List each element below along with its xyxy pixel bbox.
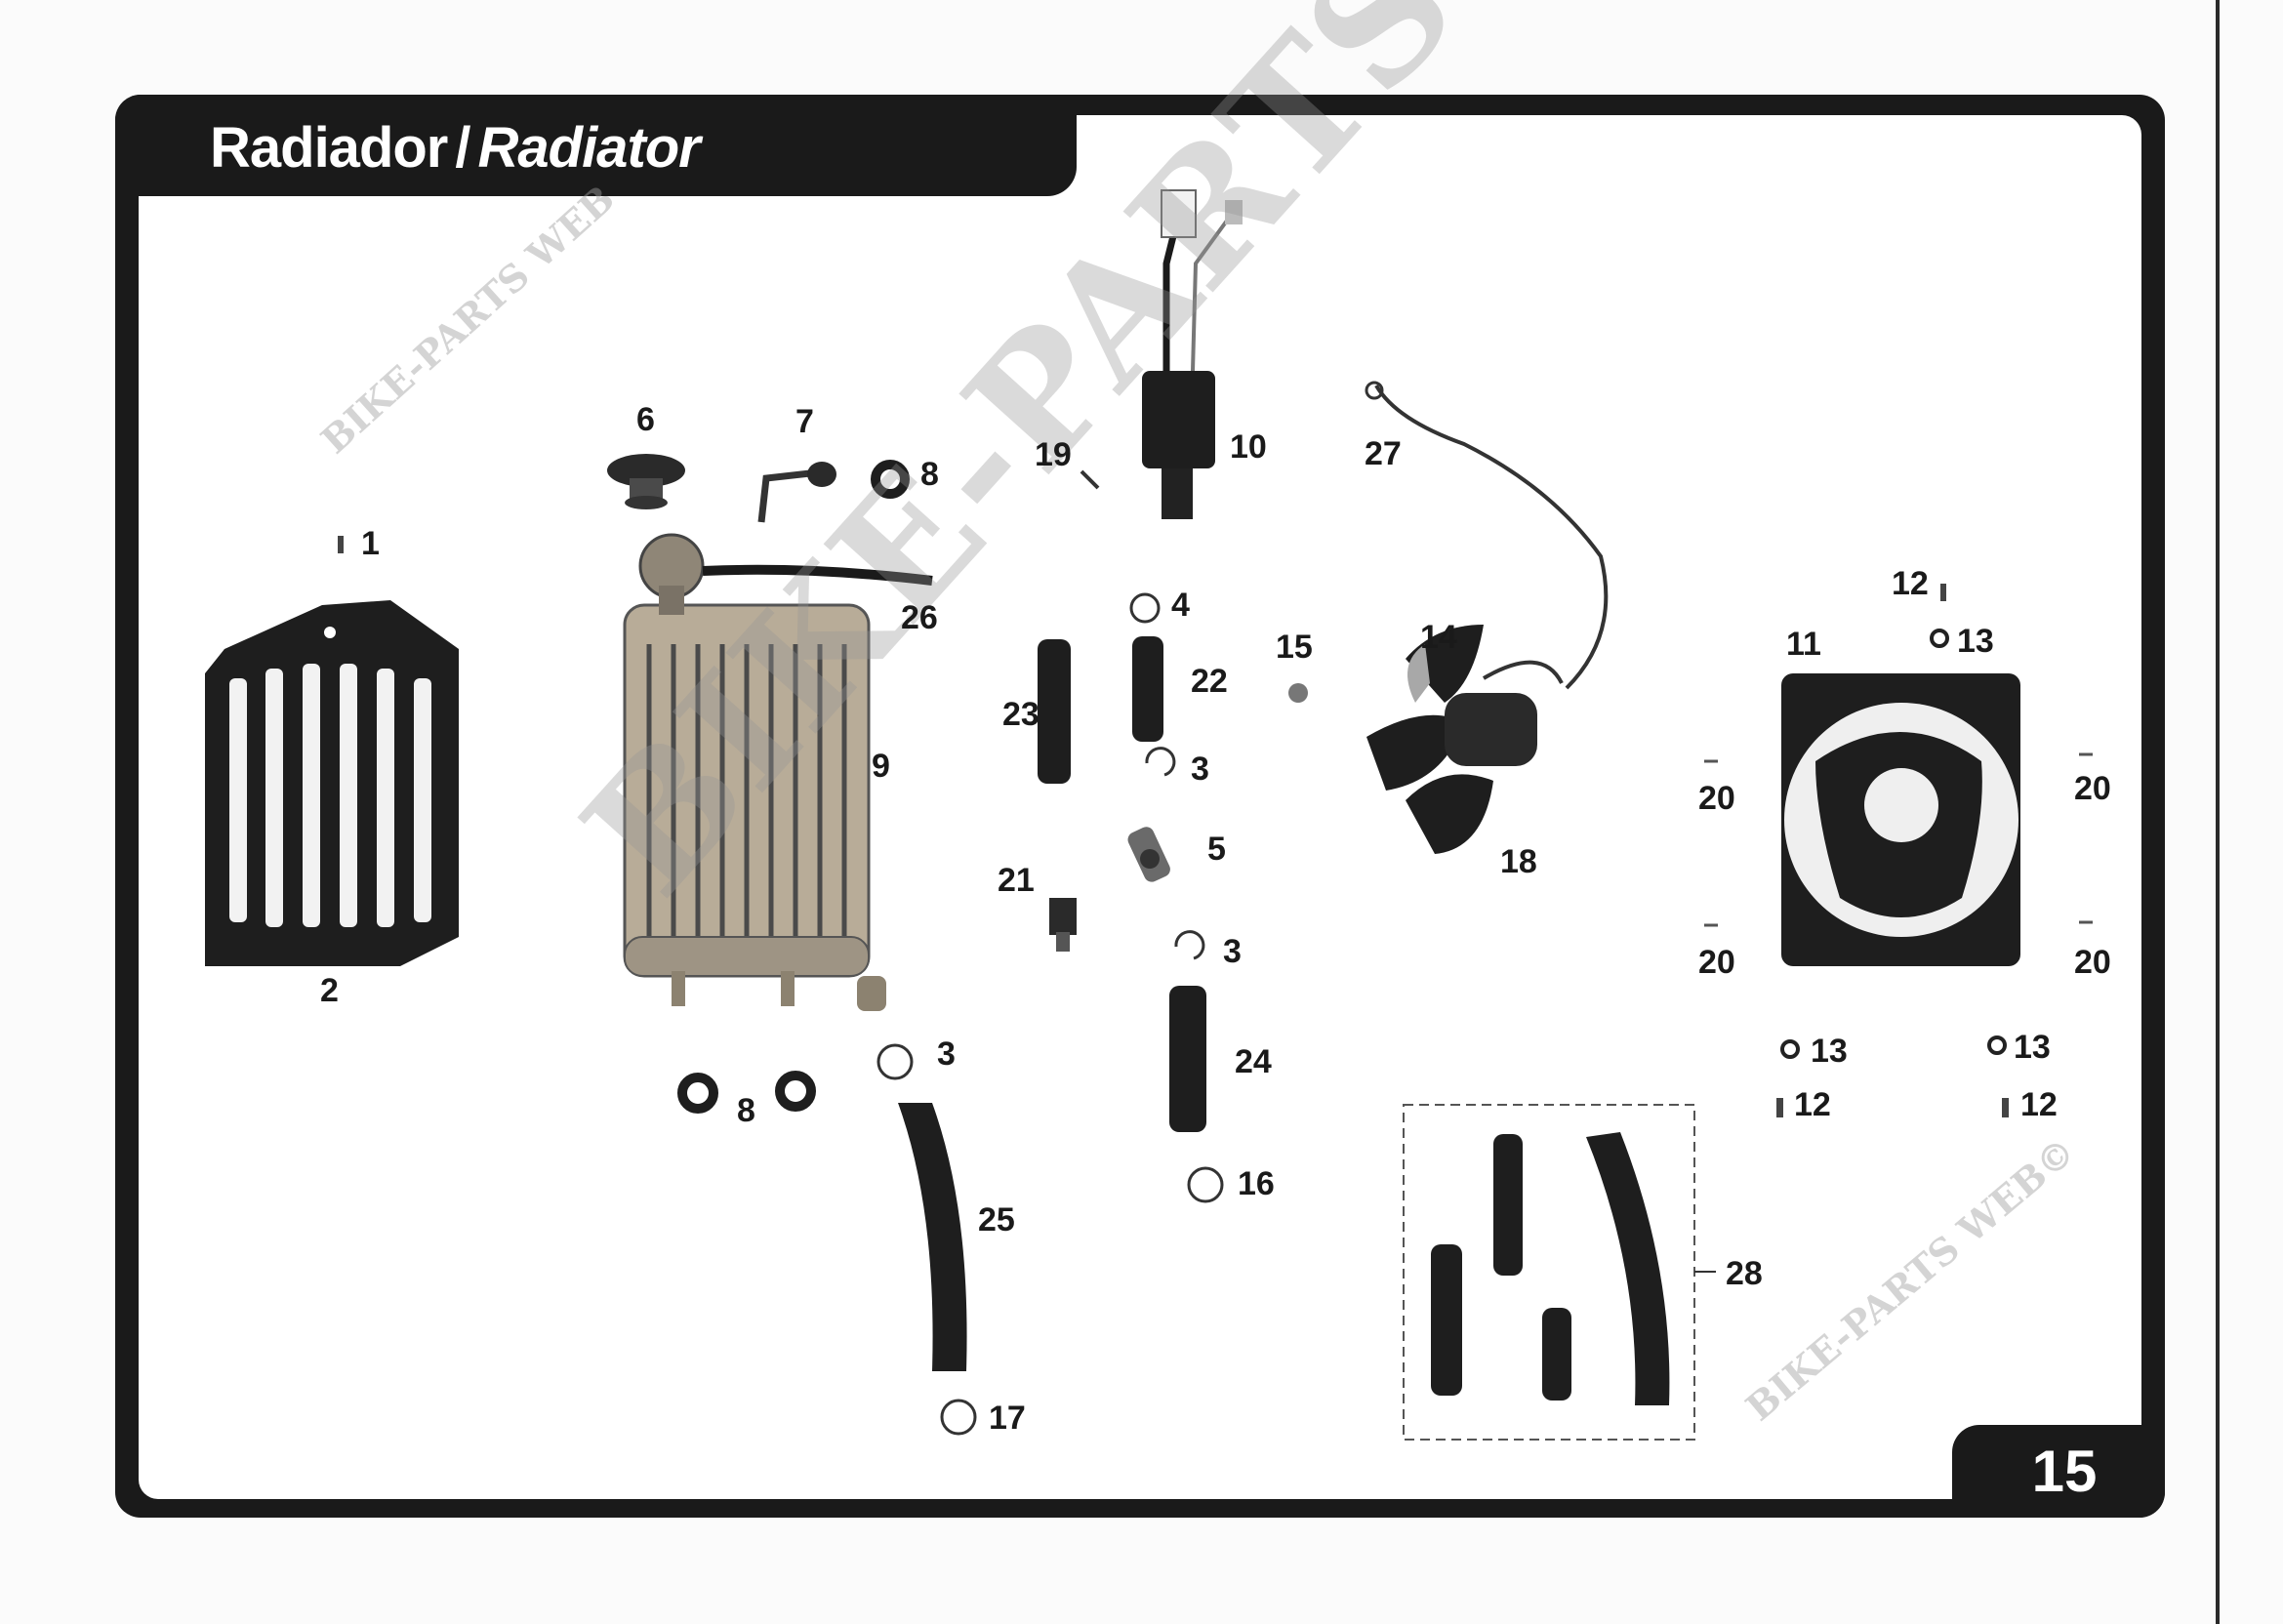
title-english: Radiator [477, 116, 701, 180]
callout-20d: 20 [2074, 944, 2111, 981]
callout-11: 11 [1786, 626, 1821, 663]
callout-6: 6 [636, 401, 655, 438]
callout-17: 17 [989, 1400, 1026, 1437]
callout-21: 21 [998, 862, 1035, 899]
nut-part [1288, 683, 1308, 703]
callout-13c: 13 [2014, 1029, 2051, 1066]
callout-3c: 3 [937, 1035, 956, 1073]
callout-5: 5 [1207, 831, 1226, 868]
washer-part [677, 460, 910, 1114]
t-fitting-part [1127, 827, 1170, 882]
callout-28: 28 [1726, 1255, 1763, 1292]
callout-22: 22 [1191, 663, 1228, 700]
callout-3a: 3 [1191, 751, 1209, 788]
title-separator: / [455, 116, 470, 180]
callout-4: 4 [1171, 587, 1190, 624]
callout-8a: 8 [920, 456, 939, 493]
clamp-part [877, 592, 1224, 1436]
relay-screw-part [1080, 469, 1100, 490]
callout-9: 9 [872, 748, 890, 785]
callout-18: 18 [1500, 843, 1537, 880]
relay-part [1142, 189, 1243, 519]
callout-16: 16 [1238, 1165, 1275, 1202]
page-number-tab [1952, 1425, 2165, 1518]
callout-12a: 12 [1892, 565, 1929, 602]
fan-shroud-part [1781, 673, 2020, 966]
temp-sensor-part [1049, 898, 1077, 952]
callout-8b: 8 [737, 1092, 755, 1129]
title-spanish: Radiador [210, 116, 448, 180]
callout-10: 10 [1230, 428, 1267, 466]
hose-part [898, 636, 1206, 1371]
callout-7: 7 [795, 403, 814, 440]
callout-20c: 20 [1698, 944, 1735, 981]
callout-3b: 3 [1223, 933, 1242, 970]
callout-1: 1 [361, 525, 380, 562]
callout-27: 27 [1365, 435, 1402, 472]
page-title: Radiador/Radiator [210, 109, 701, 187]
grille-part [205, 600, 459, 966]
radiator-core-part [623, 533, 933, 1011]
page-number: 15 [2031, 1439, 2098, 1504]
callout-13a: 13 [1957, 623, 1994, 660]
callout-23: 23 [1002, 696, 1040, 733]
callout-19: 19 [1035, 436, 1072, 473]
callout-2: 2 [320, 972, 339, 1009]
callout-25: 25 [978, 1201, 1015, 1238]
callout-12b: 12 [1794, 1086, 1831, 1123]
callout-20a: 20 [1698, 780, 1735, 817]
callout-24: 24 [1235, 1043, 1272, 1080]
callout-15: 15 [1276, 629, 1313, 666]
page-edge [2216, 0, 2220, 1624]
header-tab [115, 95, 1077, 196]
fastener-part [1704, 584, 2093, 1117]
callout-13b: 13 [1811, 1033, 1848, 1070]
bracket-part [757, 462, 836, 523]
screw-part [338, 536, 344, 553]
callout-12c: 12 [2020, 1086, 2058, 1123]
callout-20b: 20 [2074, 770, 2111, 807]
hose-kit-part [1403, 1104, 1716, 1441]
radiator-cap-part [607, 454, 685, 509]
callout-26: 26 [901, 599, 938, 636]
callout-14: 14 [1420, 619, 1457, 656]
fan-assembly-part [1365, 381, 1609, 854]
